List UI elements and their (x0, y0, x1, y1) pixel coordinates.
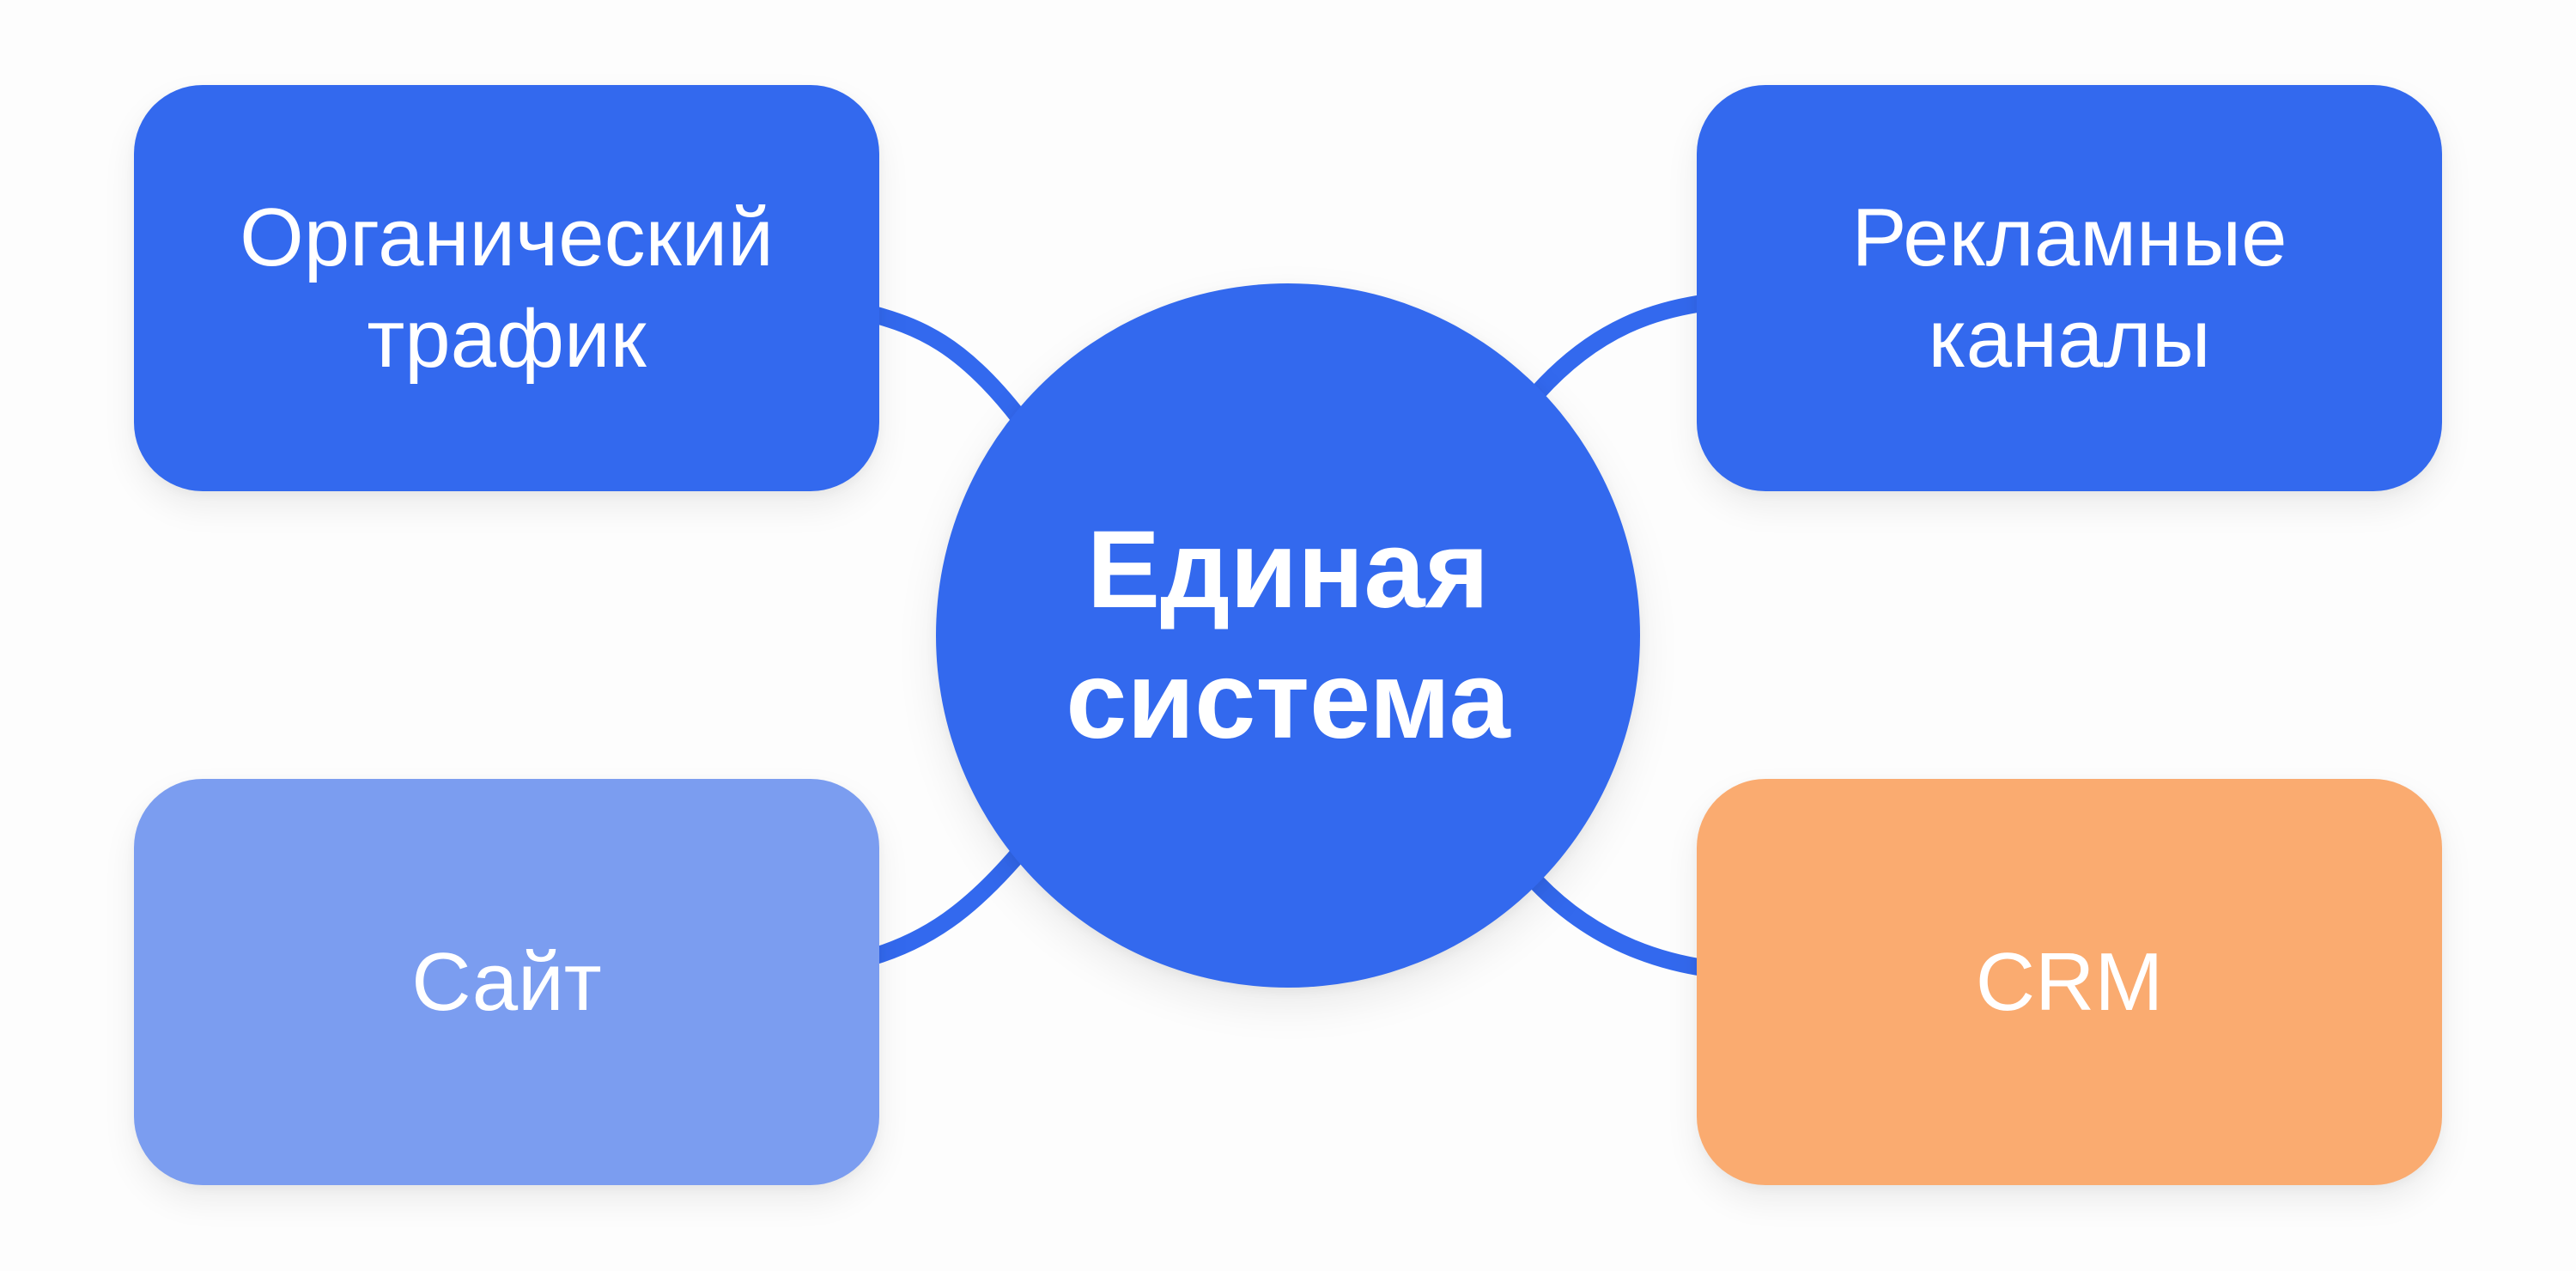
node-organic-traffic[interactable]: Органический трафик (134, 85, 879, 491)
center-unified-system-label: Единая система (1066, 508, 1510, 762)
node-site[interactable]: Сайт (134, 779, 879, 1185)
node-organic-traffic-label: Органический трафик (240, 191, 774, 385)
node-crm[interactable]: CRM (1697, 779, 2442, 1185)
node-site-label: Сайт (411, 935, 602, 1028)
connector-ads (1530, 294, 1710, 399)
node-ad-channels[interactable]: Рекламные каналы (1697, 85, 2442, 491)
connector-organic (865, 304, 1027, 425)
node-ad-channels-label: Рекламные каналы (1851, 191, 2287, 385)
connector-crm (1530, 877, 1710, 977)
connector-site (865, 846, 1027, 967)
node-crm-label: CRM (1975, 935, 2164, 1028)
center-unified-system[interactable]: Единая система (936, 283, 1640, 988)
